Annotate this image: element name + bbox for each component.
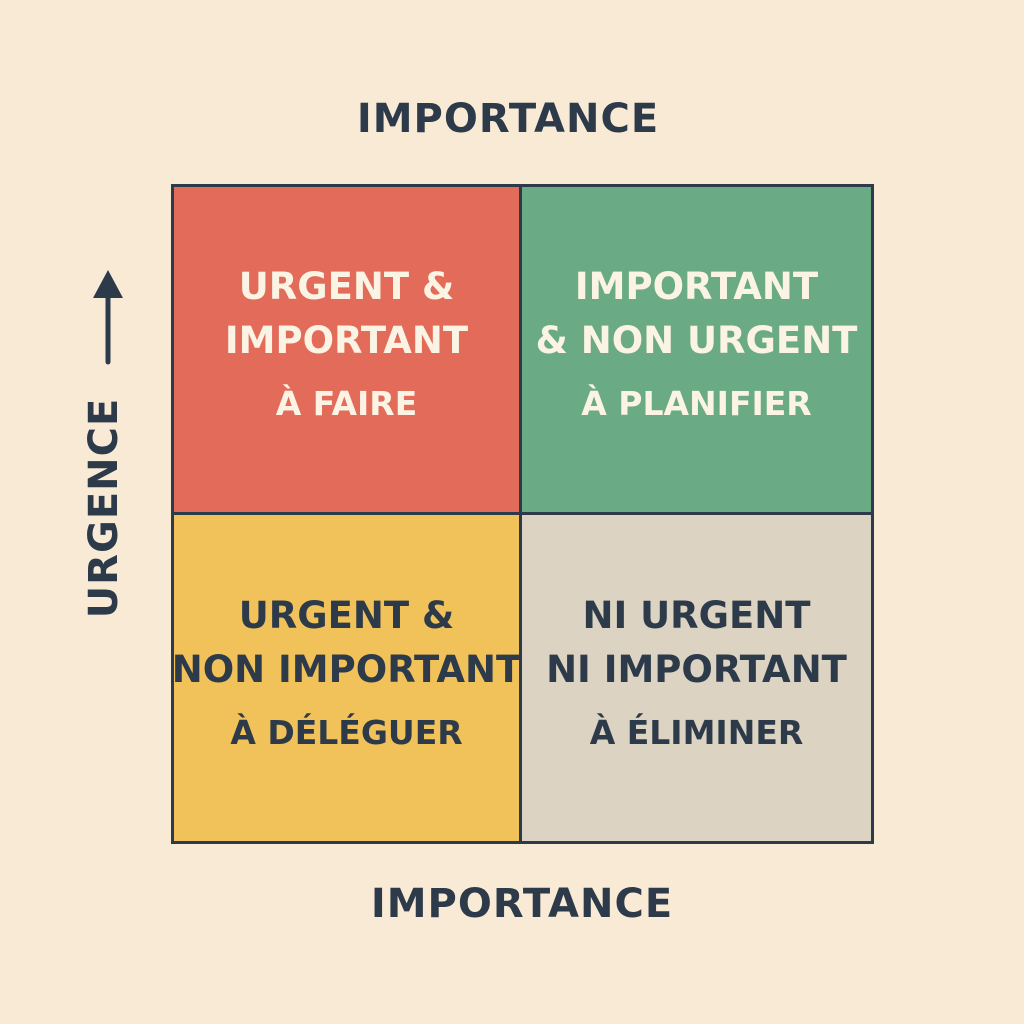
quadrant-important-not-urgent: IMPORTANT & NON URGENT À PLANIFIER <box>522 187 871 515</box>
quadrant-title-line2: NI IMPORTANT <box>546 647 847 691</box>
quadrant-title-line1: URGENT & <box>238 593 455 637</box>
quadrant-action: À DÉLÉGUER <box>230 712 463 752</box>
quadrant-title-line1: URGENT & <box>238 265 455 308</box>
quadrant-title-line1: IMPORTANT <box>574 265 819 308</box>
quadrant-action: À FAIRE <box>275 384 418 423</box>
quadrant-title-line1: NI URGENT <box>582 593 811 637</box>
quadrant-content: NI URGENT NI IMPORTANT À ÉLIMINER <box>546 589 847 752</box>
bottom-axis-label: IMPORTANCE <box>370 881 674 927</box>
quadrant-title-line2: IMPORTANT <box>224 319 469 362</box>
quadrant-title-line2: & NON URGENT <box>535 319 858 362</box>
top-axis-label: IMPORTANCE <box>356 96 660 142</box>
quadrant-content: URGENT & NON IMPORTANT À DÉLÉGUER <box>172 589 521 752</box>
quadrant-action: À ÉLIMINER <box>589 712 804 752</box>
quadrant-urgent-important: URGENT & IMPORTANT À FAIRE <box>174 187 522 515</box>
quadrant-content: URGENT & IMPORTANT À FAIRE <box>225 260 468 423</box>
quadrant-neither: NI URGENT NI IMPORTANT À ÉLIMINER <box>522 515 871 841</box>
quadrant-title-line2: NON IMPORTANT <box>171 647 522 691</box>
priority-matrix: URGENT & IMPORTANT À FAIRE IMPORTANT & N… <box>171 184 874 844</box>
quadrant-content: IMPORTANT & NON URGENT À PLANIFIER <box>536 260 858 423</box>
quadrant-action: À PLANIFIER <box>581 384 812 423</box>
quadrant-urgent-not-important: URGENT & NON IMPORTANT À DÉLÉGUER <box>172 515 522 841</box>
side-axis-label: URGENCE <box>81 397 127 619</box>
arrow-up-icon <box>93 270 123 365</box>
